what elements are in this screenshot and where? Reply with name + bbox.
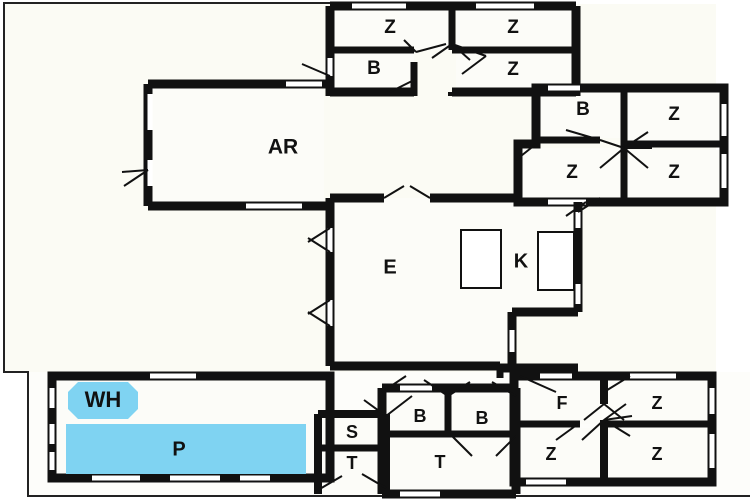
room-label-bathroom-bottom-right: B: [476, 408, 489, 428]
room-label-toilet-middle: T: [435, 452, 446, 472]
windows-ar: [147, 81, 322, 209]
whirlpool-shape: [68, 382, 138, 419]
room-label-bedroom-top-right: Z: [507, 17, 519, 38]
room-label-whirlpool: WH: [85, 387, 122, 412]
room-label-kitchen: K: [514, 250, 529, 272]
windows-bottom-mid: [400, 385, 440, 497]
plot-boundary-line: [3, 2, 750, 497]
counter-kitchen: [537, 231, 575, 291]
room-label-bathroom-bottom-left: B: [414, 406, 427, 426]
door-swings: [121, 39, 652, 491]
pool-shape: [66, 424, 306, 474]
room-label-bedroom-top-left: Z: [384, 17, 396, 38]
counter-island: [460, 229, 502, 289]
room-label-bathroom-top: B: [367, 58, 381, 79]
room-label-bedroom-top-middle: Z: [507, 59, 519, 80]
room-label-bathroom-right: B: [576, 99, 590, 120]
room-label-bedroom-bottom-right-upper: Z: [652, 393, 663, 413]
room-label-swimming-pool: P: [172, 438, 185, 460]
windows-right-wing: [548, 85, 727, 205]
room-label-sauna: S: [346, 422, 358, 442]
room-label-bedroom-right-upper: Z: [668, 104, 680, 125]
room-label-bedroom-right-lower: Z: [668, 162, 680, 183]
room-label-dining-room: E: [383, 256, 396, 278]
room-label-bedroom-bottom-right-lower: Z: [652, 444, 663, 464]
room-label-living-room: AR: [268, 136, 298, 159]
windows-bottom-right: [526, 373, 715, 485]
room-label-bedroom-bottom-middle: Z: [546, 444, 557, 464]
windows-k: [509, 212, 581, 352]
windows-pool: [49, 373, 270, 481]
room-label-hallway: F: [557, 393, 568, 413]
room-label-bedroom-right-middle: Z: [566, 162, 578, 183]
room-label-toilet-left: T: [347, 453, 358, 473]
